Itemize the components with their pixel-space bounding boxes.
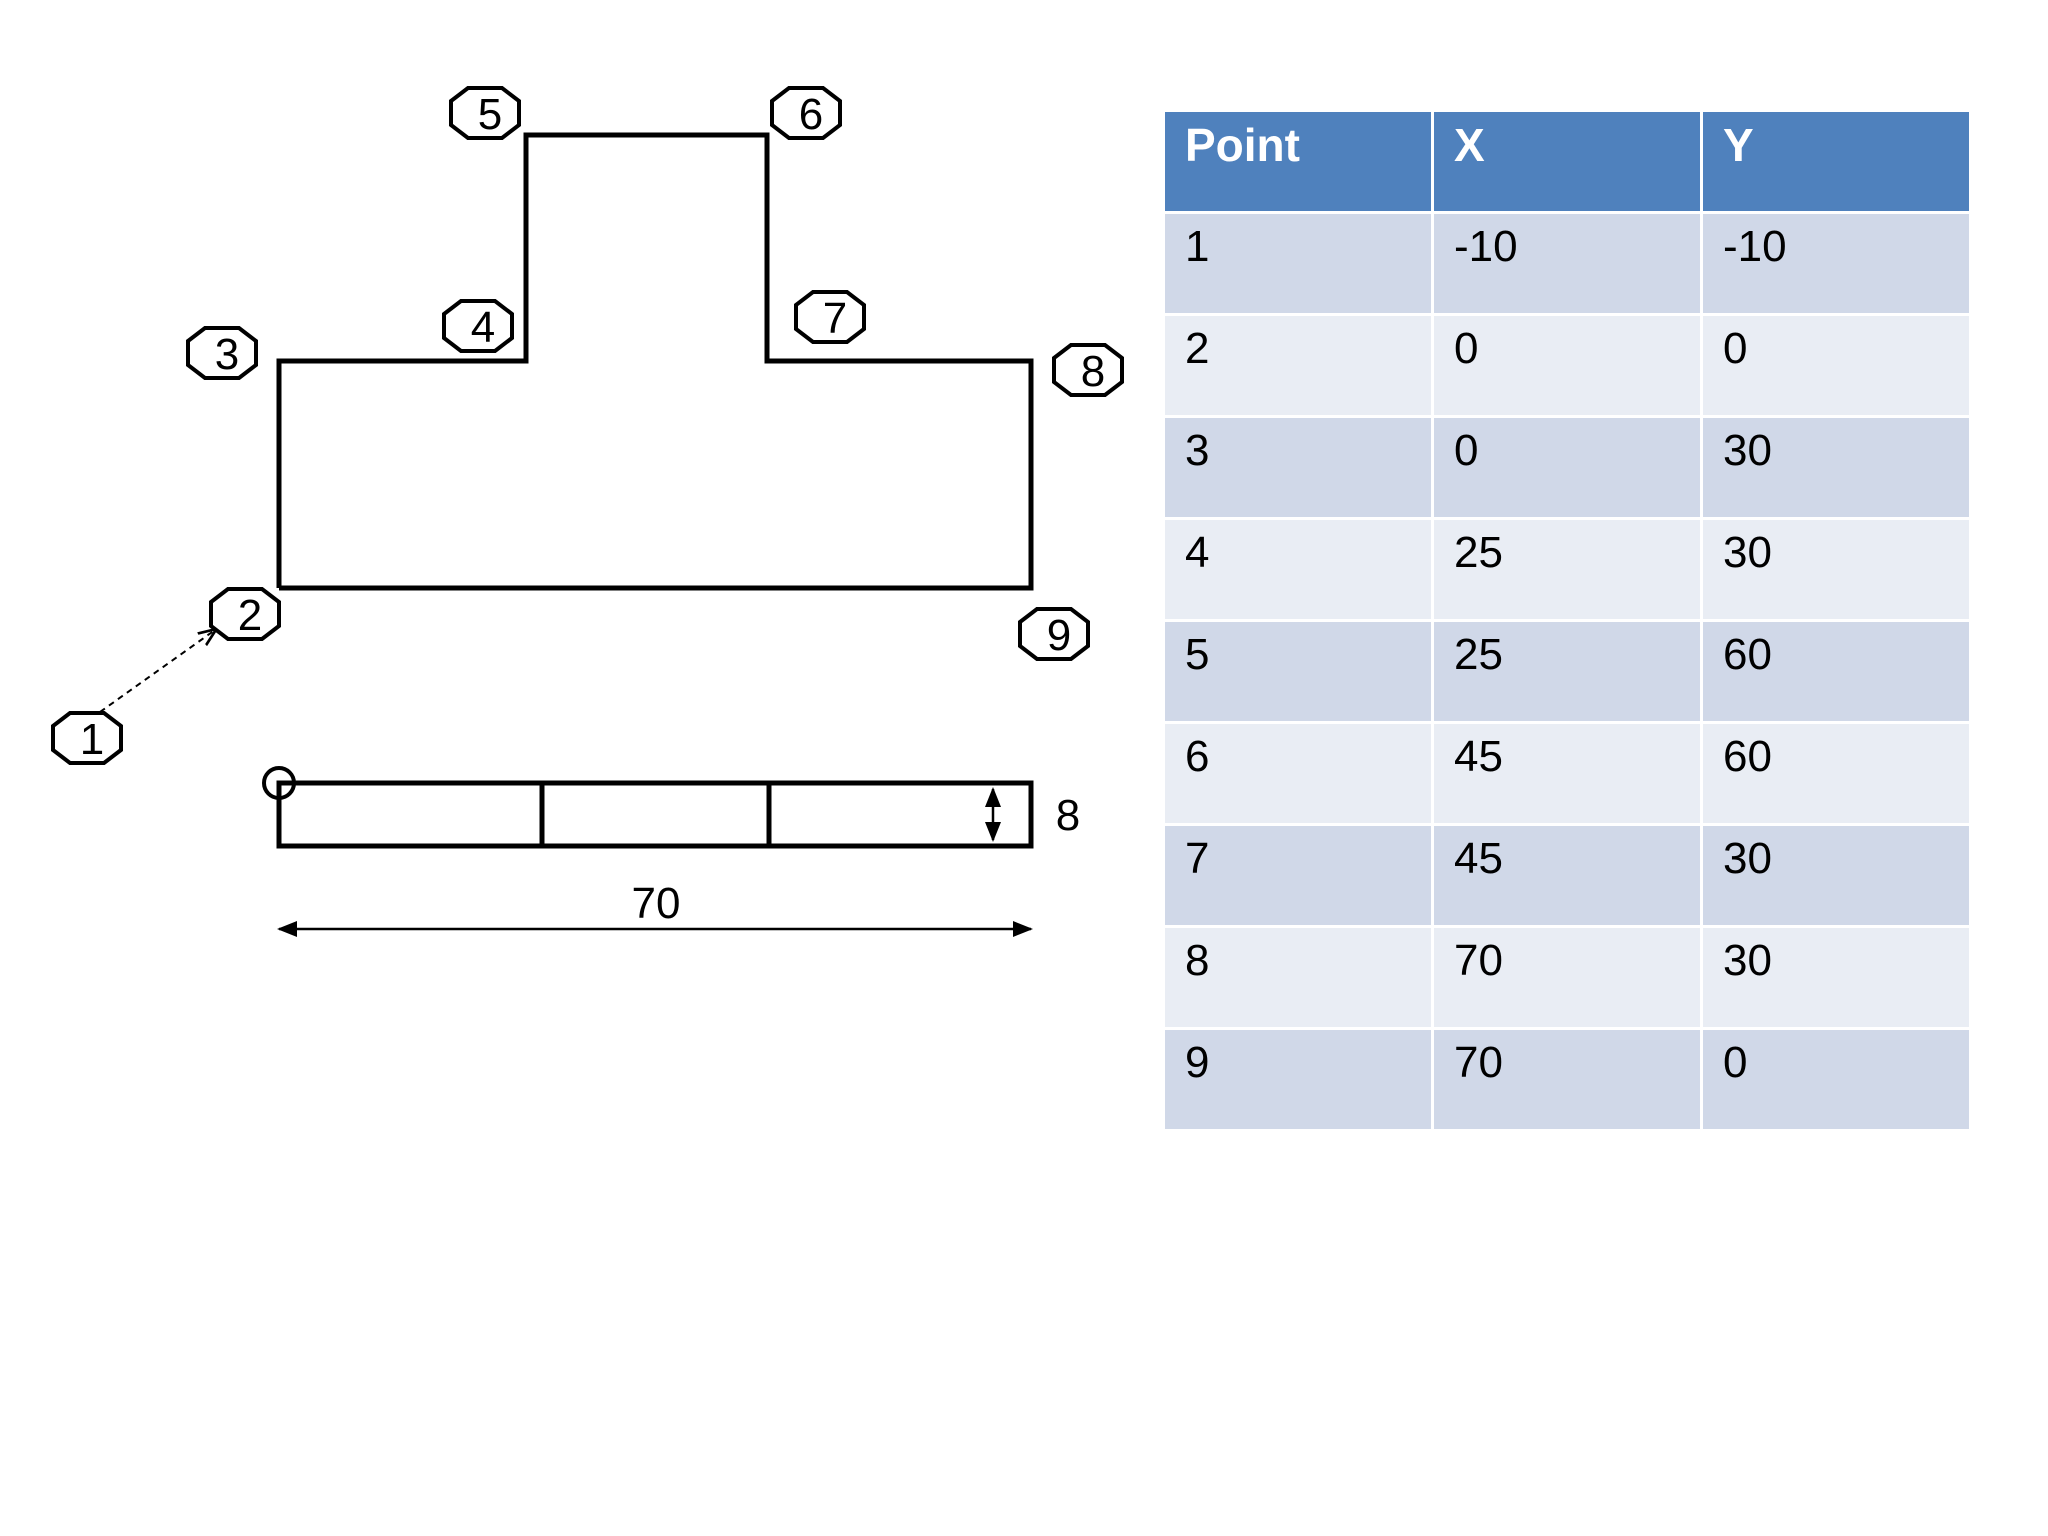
table-row: 4 25 30: [1165, 520, 1969, 619]
point-marker-label: 1: [80, 715, 104, 764]
cell-y: 0: [1703, 1030, 1969, 1129]
cell-x: 0: [1434, 418, 1700, 517]
point-marker-5: 5: [449, 86, 521, 140]
point-marker-8: 8: [1052, 343, 1124, 397]
point-marker-label: 3: [215, 330, 239, 379]
point-marker-4: 4: [442, 299, 514, 353]
width-dimension-label: 70: [632, 879, 681, 928]
point-marker-2: 2: [209, 587, 281, 641]
table-header-row: Point X Y: [1165, 112, 1969, 211]
coordinate-table: Point X Y 1 -10 -10 2 0 0 3 0 30 4 25 30…: [1162, 109, 1972, 1132]
table-row: 5 25 60: [1165, 622, 1969, 721]
cell-x: 45: [1434, 826, 1700, 925]
cell-point: 3: [1165, 418, 1431, 517]
thickness-dimension-label: 8: [1056, 791, 1080, 840]
cell-y: -10: [1703, 214, 1969, 313]
profile-outline: [276, 132, 1034, 591]
cell-x: 25: [1434, 520, 1700, 619]
point-marker-label: 4: [471, 303, 495, 352]
leader-arrow-1-to-2: [99, 630, 215, 713]
cell-x: 45: [1434, 724, 1700, 823]
table-row: 2 0 0: [1165, 316, 1969, 415]
table-row: 7 45 30: [1165, 826, 1969, 925]
cell-point: 6: [1165, 724, 1431, 823]
cell-point: 4: [1165, 520, 1431, 619]
cell-y: 60: [1703, 622, 1969, 721]
table-row: 1 -10 -10: [1165, 214, 1969, 313]
side-view-origin-marker: [262, 766, 296, 800]
cell-point: 5: [1165, 622, 1431, 721]
cell-y: 30: [1703, 928, 1969, 1027]
profile-drawing: 8 70 1 2 3 4 5 6 7 8 9: [51, 86, 1124, 937]
cell-x: 70: [1434, 928, 1700, 1027]
cell-x: 25: [1434, 622, 1700, 721]
point-marker-7: 7: [794, 290, 866, 344]
cell-x: -10: [1434, 214, 1700, 313]
cell-y: 60: [1703, 724, 1969, 823]
cell-point: 9: [1165, 1030, 1431, 1129]
point-marker-3: 3: [186, 326, 258, 380]
header-y: Y: [1703, 112, 1969, 211]
cell-point: 1: [1165, 214, 1431, 313]
table-row: 9 70 0: [1165, 1030, 1969, 1129]
point-marker-label: 5: [478, 90, 502, 139]
point-marker-label: 9: [1047, 611, 1071, 660]
cell-x: 70: [1434, 1030, 1700, 1129]
cell-x: 0: [1434, 316, 1700, 415]
table-row: 3 0 30: [1165, 418, 1969, 517]
cell-point: 2: [1165, 316, 1431, 415]
side-view-strip: [276, 780, 1034, 849]
header-x: X: [1434, 112, 1700, 211]
cell-y: 30: [1703, 418, 1969, 517]
point-marker-label: 2: [238, 591, 262, 640]
table-row: 6 45 60: [1165, 724, 1969, 823]
cell-y: 0: [1703, 316, 1969, 415]
point-marker-label: 7: [823, 294, 847, 343]
cell-point: 8: [1165, 928, 1431, 1027]
point-marker-1: 1: [51, 711, 123, 765]
table-row: 8 70 30: [1165, 928, 1969, 1027]
point-marker-9: 9: [1018, 607, 1090, 661]
cell-y: 30: [1703, 520, 1969, 619]
header-point: Point: [1165, 112, 1431, 211]
point-marker-label: 8: [1081, 347, 1105, 396]
cell-point: 7: [1165, 826, 1431, 925]
cell-y: 30: [1703, 826, 1969, 925]
point-marker-label: 6: [799, 90, 823, 139]
point-marker-6: 6: [770, 86, 842, 140]
